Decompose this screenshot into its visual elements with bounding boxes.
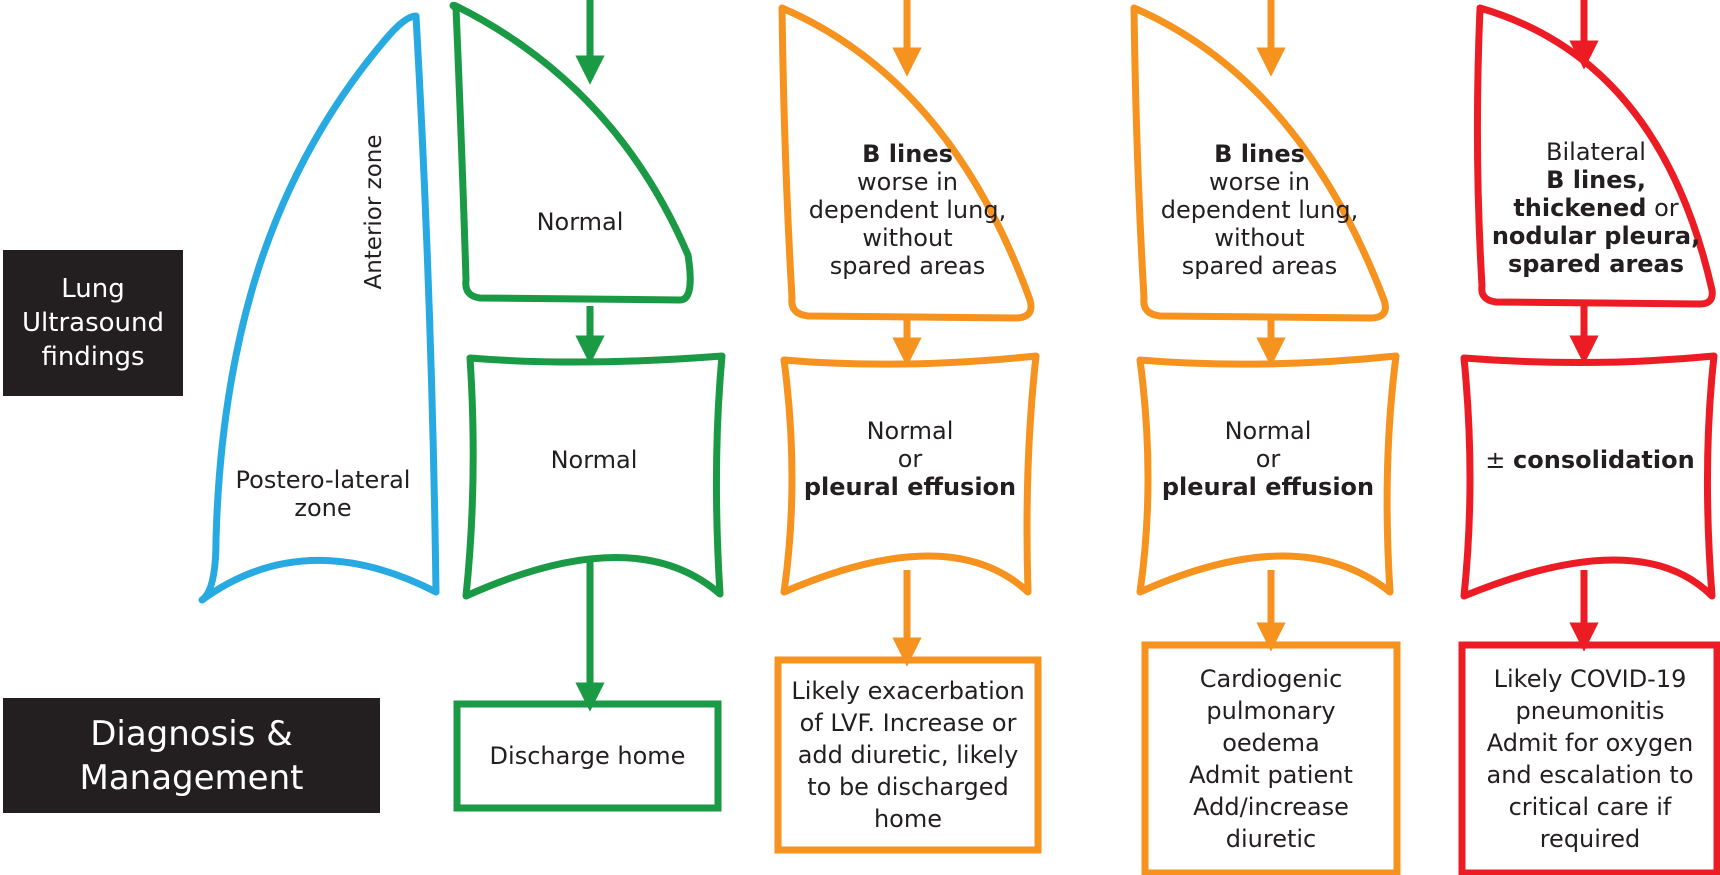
column-orange-1-shapes bbox=[774, 0, 1042, 854]
row-label-line: Lung bbox=[61, 274, 125, 304]
column-green-shapes bbox=[449, 0, 726, 812]
orange1-anterior-finding: B lines worse in dependent lung, without… bbox=[808, 140, 1007, 280]
row-label-line: findings bbox=[41, 342, 145, 372]
red-diagnosis: Likely COVID-19 pneumonitis Admit for ox… bbox=[1486, 665, 1694, 853]
red-anterior-finding: Bilateral B lines, thickened or nodular … bbox=[1491, 138, 1701, 278]
anterior-lung-shape bbox=[1130, 4, 1389, 322]
red-posterior-finding: ± consolidation bbox=[1485, 446, 1695, 474]
orange2-diagnosis: Cardiogenic pulmonary oedema Admit patie… bbox=[1189, 665, 1353, 853]
column-orange-2-shapes bbox=[1130, 0, 1401, 875]
diagnosis-box bbox=[1458, 641, 1720, 875]
lung-zone-outline bbox=[198, 12, 440, 604]
row-label-line: Ultrasound bbox=[22, 308, 164, 338]
green-posterior-finding: Normal bbox=[550, 446, 638, 474]
posterior-lung-shape bbox=[462, 352, 726, 600]
orange1-posterior-finding: Normal or pleural effusion bbox=[803, 417, 1017, 501]
row-label-diagnosis: Diagnosis & Management bbox=[3, 698, 380, 813]
orange2-anterior-finding: B lines worse in dependent lung, without… bbox=[1160, 140, 1359, 280]
row-label-findings: Lung Ultrasound findings bbox=[3, 250, 183, 396]
posterolateral-zone-label: Postero-lateral zone bbox=[235, 466, 411, 522]
diagnosis-box bbox=[774, 656, 1042, 854]
row-label-line: Management bbox=[79, 757, 304, 798]
green-anterior-finding: Normal bbox=[536, 208, 624, 236]
anterior-lung-shape bbox=[1473, 4, 1716, 308]
posterior-lung-shape bbox=[1460, 352, 1718, 600]
orange2-posterior-finding: Normal or pleural effusion bbox=[1161, 417, 1375, 501]
posterior-lung-shape bbox=[780, 352, 1040, 596]
anterior-lung-shape bbox=[778, 4, 1035, 322]
green-diagnosis: Discharge home bbox=[489, 742, 686, 770]
diagnosis-box bbox=[1141, 641, 1401, 875]
posterior-lung-shape bbox=[1136, 352, 1400, 596]
anterior-lung-shape bbox=[449, 1, 694, 304]
orange1-diagnosis: Likely exacerbation of LVF. Increase or … bbox=[791, 677, 1025, 833]
row-label-line: Diagnosis & bbox=[90, 713, 293, 754]
column-red-shapes bbox=[1458, 0, 1720, 875]
